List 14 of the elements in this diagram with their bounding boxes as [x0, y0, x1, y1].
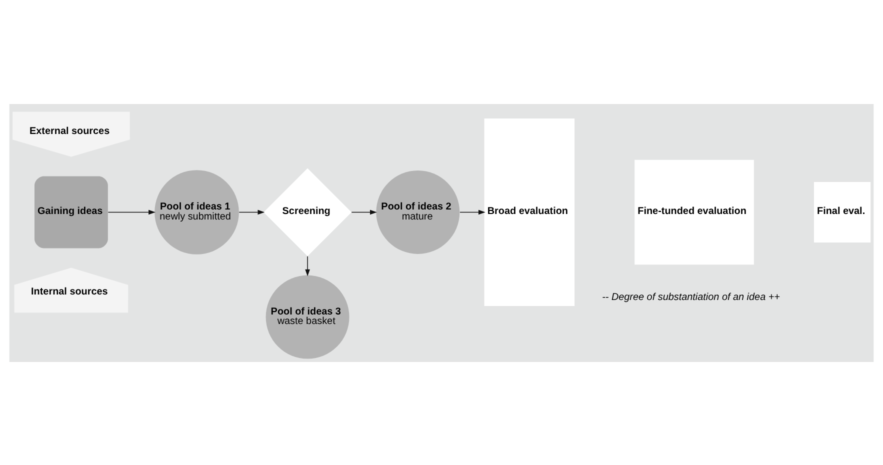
label: -- Degree of substantiation of an idea ++ [602, 291, 780, 302]
arrow [238, 209, 265, 214]
node-circle: Pool of ideas 3 waste basket [266, 274, 350, 358]
arrow [108, 209, 156, 214]
node-circle: Pool of ideas 2 mature [376, 170, 460, 254]
node-box: Fine-tunded evaluation [634, 159, 754, 264]
node-box: Final eval. [814, 182, 871, 242]
node-circle: Pool of ideas 1 newly submitted [154, 170, 239, 254]
arrow [460, 209, 486, 214]
node-diamond: Screening [264, 168, 352, 256]
node-box: Broad evaluation [484, 118, 575, 306]
arrow [351, 209, 377, 214]
arrow [305, 256, 310, 276]
node-box: Gaining ideas [34, 176, 108, 248]
